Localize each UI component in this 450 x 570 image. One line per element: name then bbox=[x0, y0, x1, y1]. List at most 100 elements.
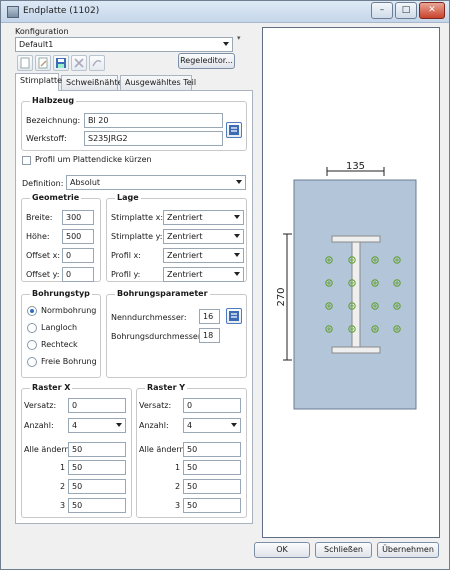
raster-y-row-3-label: 3 bbox=[175, 501, 181, 510]
raster-y-alle-input[interactable]: 50 bbox=[183, 442, 241, 457]
lage-profil-x-value: Zentriert bbox=[167, 251, 203, 260]
config-pin-icon[interactable]: ▾ bbox=[237, 34, 241, 42]
bolt-hole bbox=[348, 279, 356, 287]
bolt-catalog-button[interactable] bbox=[226, 308, 242, 324]
bolt-hole-grid bbox=[325, 256, 401, 333]
close-icon: ✕ bbox=[428, 5, 436, 15]
werkstoff-label: Werkstoff: bbox=[26, 134, 67, 143]
copy-icon bbox=[92, 59, 102, 67]
offset-y-label: Offset y: bbox=[26, 270, 60, 279]
edit-config-button[interactable] bbox=[35, 55, 51, 71]
lage-stirnplatte-x-select[interactable]: Zentriert bbox=[163, 210, 244, 225]
tab-ausgewaehltes-teil[interactable]: Ausgewähltes Teil bbox=[120, 75, 196, 90]
lage-profil-x-select[interactable]: Zentriert bbox=[163, 248, 244, 263]
radio-langloch[interactable] bbox=[27, 323, 37, 333]
raster-y-row-2-label: 2 bbox=[175, 482, 181, 491]
raster-y-row-1-input[interactable]: 50 bbox=[183, 460, 241, 475]
chevron-down-icon bbox=[234, 253, 240, 257]
raster-y-title: Raster Y bbox=[145, 383, 188, 392]
lage-title: Lage bbox=[115, 193, 141, 202]
breite-input[interactable]: 300 bbox=[62, 210, 94, 225]
bolt-hole bbox=[325, 256, 333, 264]
raster-x-anzahl-select[interactable]: 4 bbox=[68, 418, 126, 433]
uebernehmen-button[interactable]: Übernehmen bbox=[377, 542, 439, 558]
raster-y-alle-label: Alle ändern: bbox=[139, 445, 188, 454]
raster-y-row-1-label: 1 bbox=[175, 463, 181, 472]
radio-rechteck[interactable] bbox=[27, 340, 37, 350]
maximize-button[interactable]: □ bbox=[395, 2, 417, 19]
schliessen-button[interactable]: Schließen bbox=[315, 542, 372, 558]
width-dimension-label: 135 bbox=[346, 161, 365, 172]
save-icon bbox=[56, 58, 66, 68]
ok-button[interactable]: OK bbox=[254, 542, 310, 558]
hoehe-input[interactable]: 500 bbox=[62, 229, 94, 244]
bezeichnung-label: Bezeichnung: bbox=[26, 116, 81, 125]
breite-label: Breite: bbox=[26, 213, 53, 222]
new-document-icon bbox=[20, 57, 30, 69]
raster-x-group: Raster X Versatz: 0 Anzahl: 4 Alle änder… bbox=[21, 383, 132, 518]
i-profile-top-flange bbox=[331, 235, 381, 243]
raster-x-alle-input[interactable]: 50 bbox=[68, 442, 126, 457]
chevron-down-icon bbox=[234, 215, 240, 219]
definition-select[interactable]: Absolut bbox=[66, 175, 246, 190]
lage-stirnplatte-y-select[interactable]: Zentriert bbox=[163, 229, 244, 244]
material-catalog-button[interactable] bbox=[226, 122, 242, 138]
save-config-button[interactable] bbox=[53, 55, 69, 71]
nenndurchmesser-label: Nenndurchmesser: bbox=[111, 313, 187, 322]
lage-stirnplatte-x-label: Stirnplatte x: bbox=[111, 213, 164, 222]
preview-panel: 135 270 bbox=[262, 27, 440, 538]
lage-profil-y-label: Profil y: bbox=[111, 270, 141, 279]
window-title: Endplatte (1102) bbox=[23, 6, 100, 16]
raster-x-row-3-input[interactable]: 50 bbox=[68, 498, 126, 513]
offset-y-input[interactable]: 0 bbox=[62, 267, 94, 282]
raster-x-row-2-label: 2 bbox=[60, 482, 66, 491]
definition-value: Absolut bbox=[70, 178, 101, 187]
copy-config-button[interactable] bbox=[89, 55, 105, 71]
radio-normbohrung[interactable] bbox=[27, 306, 37, 316]
raster-y-versatz-label: Versatz: bbox=[139, 401, 172, 410]
config-group-title: Konfiguration bbox=[15, 27, 69, 36]
bezeichnung-input[interactable]: Bl 20 bbox=[84, 113, 223, 128]
config-select[interactable]: Default1 bbox=[15, 37, 233, 52]
offset-x-input[interactable]: 0 bbox=[62, 248, 94, 263]
catalog-icon bbox=[229, 311, 239, 321]
i-profile-bottom-flange bbox=[331, 346, 381, 354]
tab-schweissnaehte[interactable]: Schweißnähte bbox=[61, 75, 122, 90]
radio-freie-bohrung[interactable] bbox=[27, 357, 37, 367]
height-dimension-label: 270 bbox=[276, 287, 287, 306]
raster-y-anzahl-select[interactable]: 4 bbox=[183, 418, 241, 433]
bolt-hole bbox=[348, 302, 356, 310]
rule-editor-button[interactable]: Regeleditor... bbox=[178, 53, 235, 69]
new-config-button[interactable] bbox=[17, 55, 33, 71]
raster-x-versatz-input[interactable]: 0 bbox=[68, 398, 126, 413]
profile-shorten-checkbox[interactable] bbox=[22, 156, 31, 165]
bohrungsdurchmesser-input[interactable]: 18 bbox=[199, 328, 220, 343]
bolt-hole bbox=[348, 256, 356, 264]
title-bar[interactable]: Endplatte (1102) – □ ✕ bbox=[1, 1, 449, 23]
bolt-hole bbox=[371, 302, 379, 310]
minimize-button[interactable]: – bbox=[371, 2, 393, 19]
geometrie-group: Geometrie Breite: 300 Höhe: 500 Offset x… bbox=[21, 193, 101, 282]
close-window-button[interactable]: ✕ bbox=[419, 2, 445, 19]
delete-config-button[interactable] bbox=[71, 55, 87, 71]
raster-y-anzahl-label: Anzahl: bbox=[139, 421, 169, 430]
nenndurchmesser-input[interactable]: 16 bbox=[199, 309, 220, 324]
i-profile-web bbox=[351, 241, 361, 348]
tab-stirnplatte[interactable]: Stirnplatte bbox=[15, 73, 62, 91]
raster-x-versatz-label: Versatz: bbox=[24, 401, 57, 410]
lage-stirnplatte-y-label: Stirnplatte y: bbox=[111, 232, 163, 241]
delete-icon bbox=[74, 58, 84, 68]
raster-x-row-2-input[interactable]: 50 bbox=[68, 479, 126, 494]
chevron-down-icon bbox=[234, 272, 240, 276]
raster-y-anzahl-value: 4 bbox=[187, 421, 193, 430]
raster-x-row-1-input[interactable]: 50 bbox=[68, 460, 126, 475]
raster-y-row-2-input[interactable]: 50 bbox=[183, 479, 241, 494]
lage-profil-x-label: Profil x: bbox=[111, 251, 141, 260]
geometrie-title: Geometrie bbox=[30, 193, 82, 202]
raster-y-versatz-input[interactable]: 0 bbox=[183, 398, 241, 413]
bolt-hole bbox=[393, 325, 401, 333]
werkstoff-input[interactable]: S235JRG2 bbox=[84, 131, 223, 146]
lage-profil-y-select[interactable]: Zentriert bbox=[163, 267, 244, 282]
maximize-icon: □ bbox=[401, 5, 411, 15]
raster-y-row-3-input[interactable]: 50 bbox=[183, 498, 241, 513]
